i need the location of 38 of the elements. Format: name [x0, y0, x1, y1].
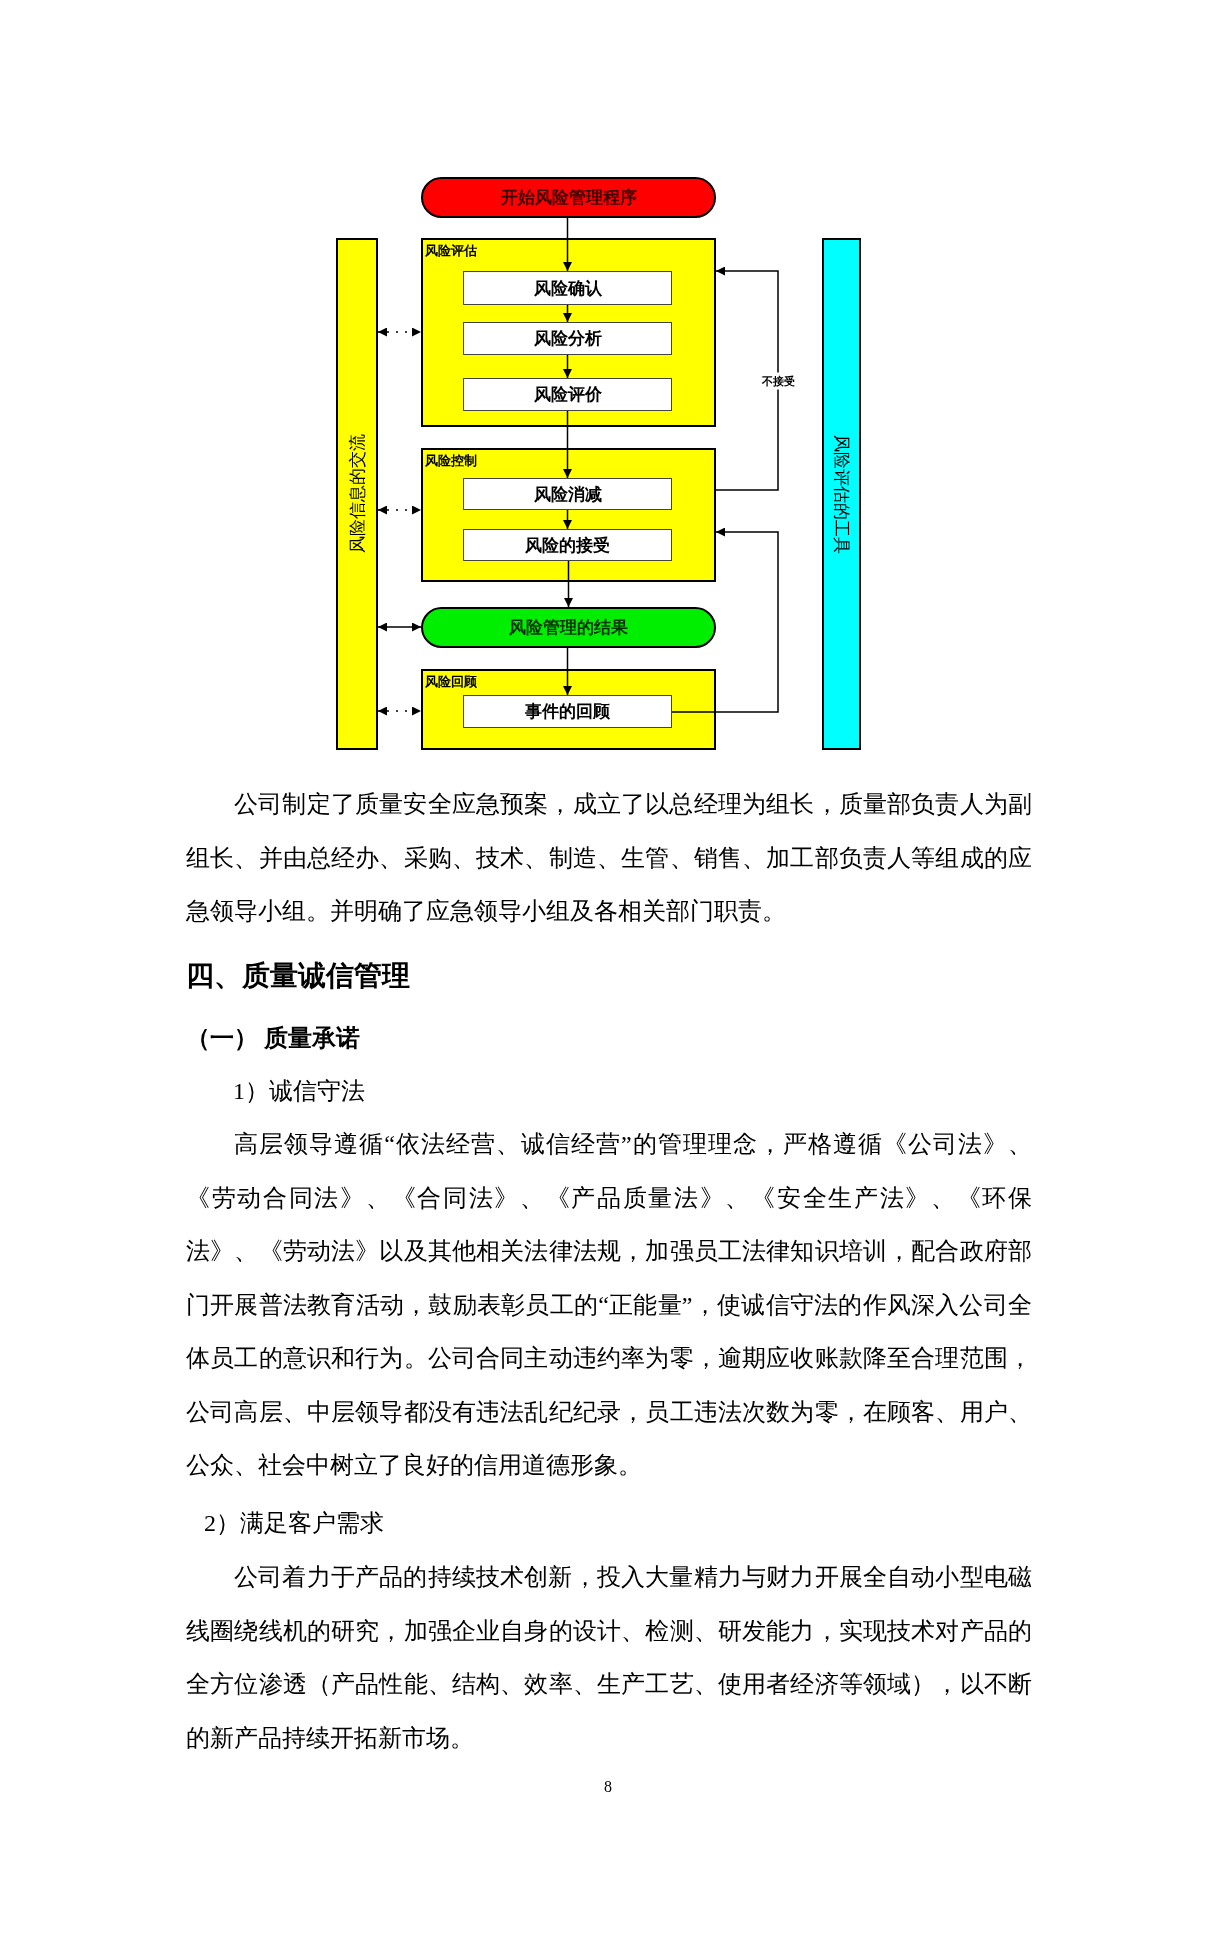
process-box: 事件的回顾: [463, 695, 672, 728]
paragraph: 高层领导遵循“依法经营、诚信经营”的管理理念，严格遵循《公司法》、《劳动合同法》、《合同法》、《产品质量法》、《安全生产法》、《环保法》、《劳动法》以及其他相关法律法规，加强员工法律知识培训，配合政府部门开展普法教育活动，鼓励表彰员工的“正能量”，使诚信守法的作风深入公司全体员工的意识和行为。公司合同主动违约率为零，逾期应收账款降至合理范围，公司高层、中层领导都没有违法乱纪纪录，员工违法次数为零，在顾客、用户、公众、社会中树立了良好的信用道德形象。: [186, 1130, 1032, 1480]
section-heading: 四、质量诚信管理: [186, 959, 410, 993]
panel-heading: 风险回顾: [425, 673, 477, 691]
terminal-pill: 开始风险管理程序: [421, 177, 716, 218]
terminal-pill: 风险管理的结果: [421, 607, 716, 648]
subsection-heading: （一） 质量承诺: [186, 1024, 360, 1053]
paragraph: 公司着力于产品的持续技术创新，投入大量精力与财力开展全自动小型电磁线圈绕线机的研究，加强企业自身的设计、检测、研发能力，实现技术对产品的全方位渗透（产品性能、结构、效率、生产工艺、使用者经济等领域），以不断的新产品持续开拓新市场。: [186, 1563, 1032, 1753]
arrow: [377, 622, 422, 632]
arrow: [564, 560, 573, 608]
arrow: [377, 327, 422, 337]
arrow: [671, 527, 779, 713]
process-box: 风险的接受: [463, 529, 672, 561]
panel-heading: 风险评估: [425, 242, 477, 260]
arrow: [563, 217, 572, 272]
edge-label: 不接受: [761, 372, 795, 390]
process-box: 风险评价: [463, 378, 672, 411]
arrow: [377, 505, 422, 515]
arrow: [563, 304, 572, 323]
arrow: [563, 647, 572, 696]
process-box: 风险消减: [463, 478, 672, 510]
stage-panel: [421, 448, 716, 582]
stage-panel: [421, 669, 716, 750]
item-heading: 1）诚信守法: [233, 1077, 365, 1106]
panel-heading: 风险控制: [425, 452, 477, 470]
arrow: [715, 266, 779, 491]
side-bar: 风险评估的工具: [822, 238, 861, 750]
arrow: [563, 509, 572, 530]
item-heading: 2）满足客户需求: [204, 1509, 384, 1538]
side-bar: 风险信息的交流: [336, 238, 378, 750]
process-box: 风险分析: [463, 322, 672, 355]
arrow: [377, 706, 422, 716]
paragraph: 公司制定了质量安全应急预案，成立了以总经理为组长，质量部负责人为副组长、并由总经办、采购、技术、制造、生管、销售、加工部负责人等组成的应急领导小组。并明确了应急领导小组及各相关部门职责。: [186, 790, 1032, 926]
arrow: [563, 410, 572, 479]
arrow: [563, 354, 572, 379]
page-number: 8: [603, 1777, 613, 1797]
stage-panel: [421, 238, 716, 427]
process-box: 风险确认: [463, 271, 672, 305]
